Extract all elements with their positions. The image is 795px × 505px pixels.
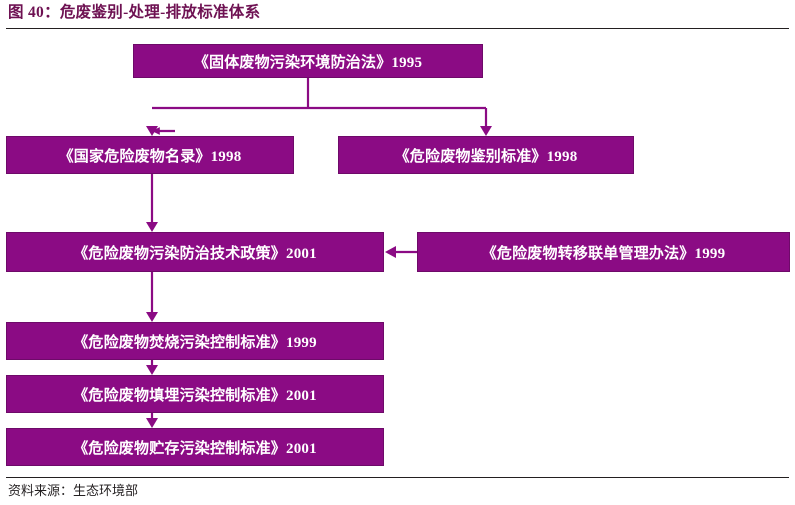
arrowhead-to-n6 <box>146 365 158 375</box>
source-note: 资料来源：生态环境部 <box>8 483 139 498</box>
arrowhead-to-n5 <box>146 312 158 322</box>
node-landfill-pollution-control-standard[interactable]: 《危险废物填埋污染控制标准》2001 <box>6 375 384 413</box>
node-storage-pollution-control-standard[interactable]: 《危险废物贮存污染控制标准》2001 <box>6 428 384 466</box>
node-solid-waste-law[interactable]: 《固体废物污染环境防治法》1995 <box>133 44 483 78</box>
arrowhead-to-n2 <box>480 126 492 136</box>
node-pollution-prevention-technical-policy[interactable]: 《危险废物污染防治技术政策》2001 <box>6 232 384 272</box>
arrowhead-to-n3-left <box>385 246 396 258</box>
title-divider <box>6 28 789 29</box>
page-title: 图 40：危废鉴别-处理-排放标准体系 <box>8 4 261 21</box>
node-hazardous-waste-identification-standard[interactable]: 《危险废物鉴别标准》1998 <box>338 136 634 174</box>
node-national-hazardous-waste-list[interactable]: 《国家危险废物名录》1998 <box>6 136 294 174</box>
arrowhead-to-n7 <box>146 418 158 428</box>
arrowhead-to-n1 <box>146 126 158 136</box>
arrowhead-to-n3 <box>146 222 158 232</box>
edge-n0-split <box>152 78 486 110</box>
source-divider <box>6 477 789 478</box>
node-transfer-manifest-measures[interactable]: 《危险废物转移联单管理办法》1999 <box>417 232 790 272</box>
node-incineration-pollution-control-standard[interactable]: 《危险废物焚烧污染控制标准》1999 <box>6 322 384 360</box>
flowchart-diagram: 《固体废物污染环境防治法》1995 《国家危险废物名录》1998 《危险废物鉴别… <box>0 30 795 475</box>
